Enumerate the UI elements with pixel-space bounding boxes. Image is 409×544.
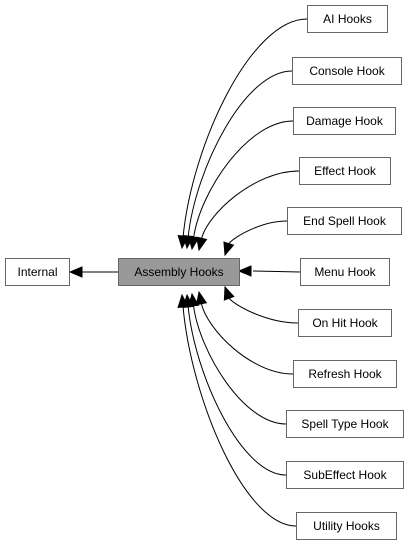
node-utility-hooks[interactable]: Utility Hooks bbox=[296, 512, 397, 540]
node-spell-type-hook-box bbox=[286, 410, 404, 438]
node-console-hook-box bbox=[292, 57, 402, 85]
node-ai-hooks-label: AI Hooks bbox=[323, 12, 372, 26]
node-utility-hooks-label: Utility Hooks bbox=[313, 519, 380, 533]
edge-utility-hooks bbox=[177, 293, 297, 527]
edge-effect-hook bbox=[196, 170, 300, 252]
node-ai-hooks-box bbox=[307, 5, 388, 33]
node-ai-hooks[interactable]: AI Hooks bbox=[307, 5, 388, 33]
node-end-spell-hook[interactable]: End Spell Hook bbox=[287, 207, 402, 235]
edge-refresh-hook bbox=[195, 290, 294, 375]
node-menu-hook-label: Menu Hook bbox=[314, 265, 376, 279]
node-on-hit-hook-box bbox=[298, 309, 392, 337]
edge-on-hit-hook bbox=[223, 285, 299, 324]
node-end-spell-hook-box bbox=[287, 207, 402, 235]
node-assembly-hooks[interactable]: Assembly Hooks bbox=[118, 258, 240, 286]
node-assembly-hooks-box bbox=[118, 258, 240, 286]
node-effect-hook-box bbox=[299, 157, 391, 185]
edges-layer bbox=[68, 18, 308, 527]
edge-menu-hook bbox=[237, 265, 301, 277]
node-on-hit-hook[interactable]: On Hit Hook bbox=[298, 309, 392, 337]
node-internal[interactable]: Internal bbox=[5, 258, 70, 286]
node-spell-type-hook[interactable]: Spell Type Hook bbox=[286, 410, 404, 438]
edge-damage-hook bbox=[188, 120, 294, 251]
edge-assembly-to-internal bbox=[68, 266, 118, 278]
node-damage-hook-box bbox=[293, 107, 396, 135]
edge-spell-type-hook bbox=[187, 292, 287, 425]
node-console-hook-label: Console Hook bbox=[309, 64, 385, 78]
node-menu-hook[interactable]: Menu Hook bbox=[300, 258, 390, 286]
node-effect-hook-label: Effect Hook bbox=[314, 164, 377, 178]
node-internal-label: Internal bbox=[17, 265, 57, 279]
node-damage-hook[interactable]: Damage Hook bbox=[293, 107, 396, 135]
edge-end-spell-hook bbox=[223, 220, 288, 257]
node-refresh-hook-label: Refresh Hook bbox=[308, 367, 382, 381]
node-menu-hook-box bbox=[300, 258, 390, 286]
node-on-hit-hook-label: On Hit Hook bbox=[312, 316, 378, 330]
node-damage-hook-label: Damage Hook bbox=[306, 114, 384, 128]
node-subeffect-hook-label: SubEffect Hook bbox=[303, 468, 387, 482]
node-console-hook[interactable]: Console Hook bbox=[292, 57, 402, 85]
node-assembly-hooks-label: Assembly Hooks bbox=[134, 265, 223, 279]
node-subeffect-hook-box bbox=[286, 461, 404, 489]
node-refresh-hook[interactable]: Refresh Hook bbox=[293, 360, 397, 388]
node-refresh-hook-box bbox=[293, 360, 397, 388]
node-subeffect-hook[interactable]: SubEffect Hook bbox=[286, 461, 404, 489]
node-spell-type-hook-label: Spell Type Hook bbox=[301, 417, 389, 431]
node-utility-hooks-box bbox=[296, 512, 397, 540]
node-internal-box bbox=[5, 258, 70, 286]
node-end-spell-hook-label: End Spell Hook bbox=[303, 214, 387, 228]
node-effect-hook[interactable]: Effect Hook bbox=[299, 157, 391, 185]
